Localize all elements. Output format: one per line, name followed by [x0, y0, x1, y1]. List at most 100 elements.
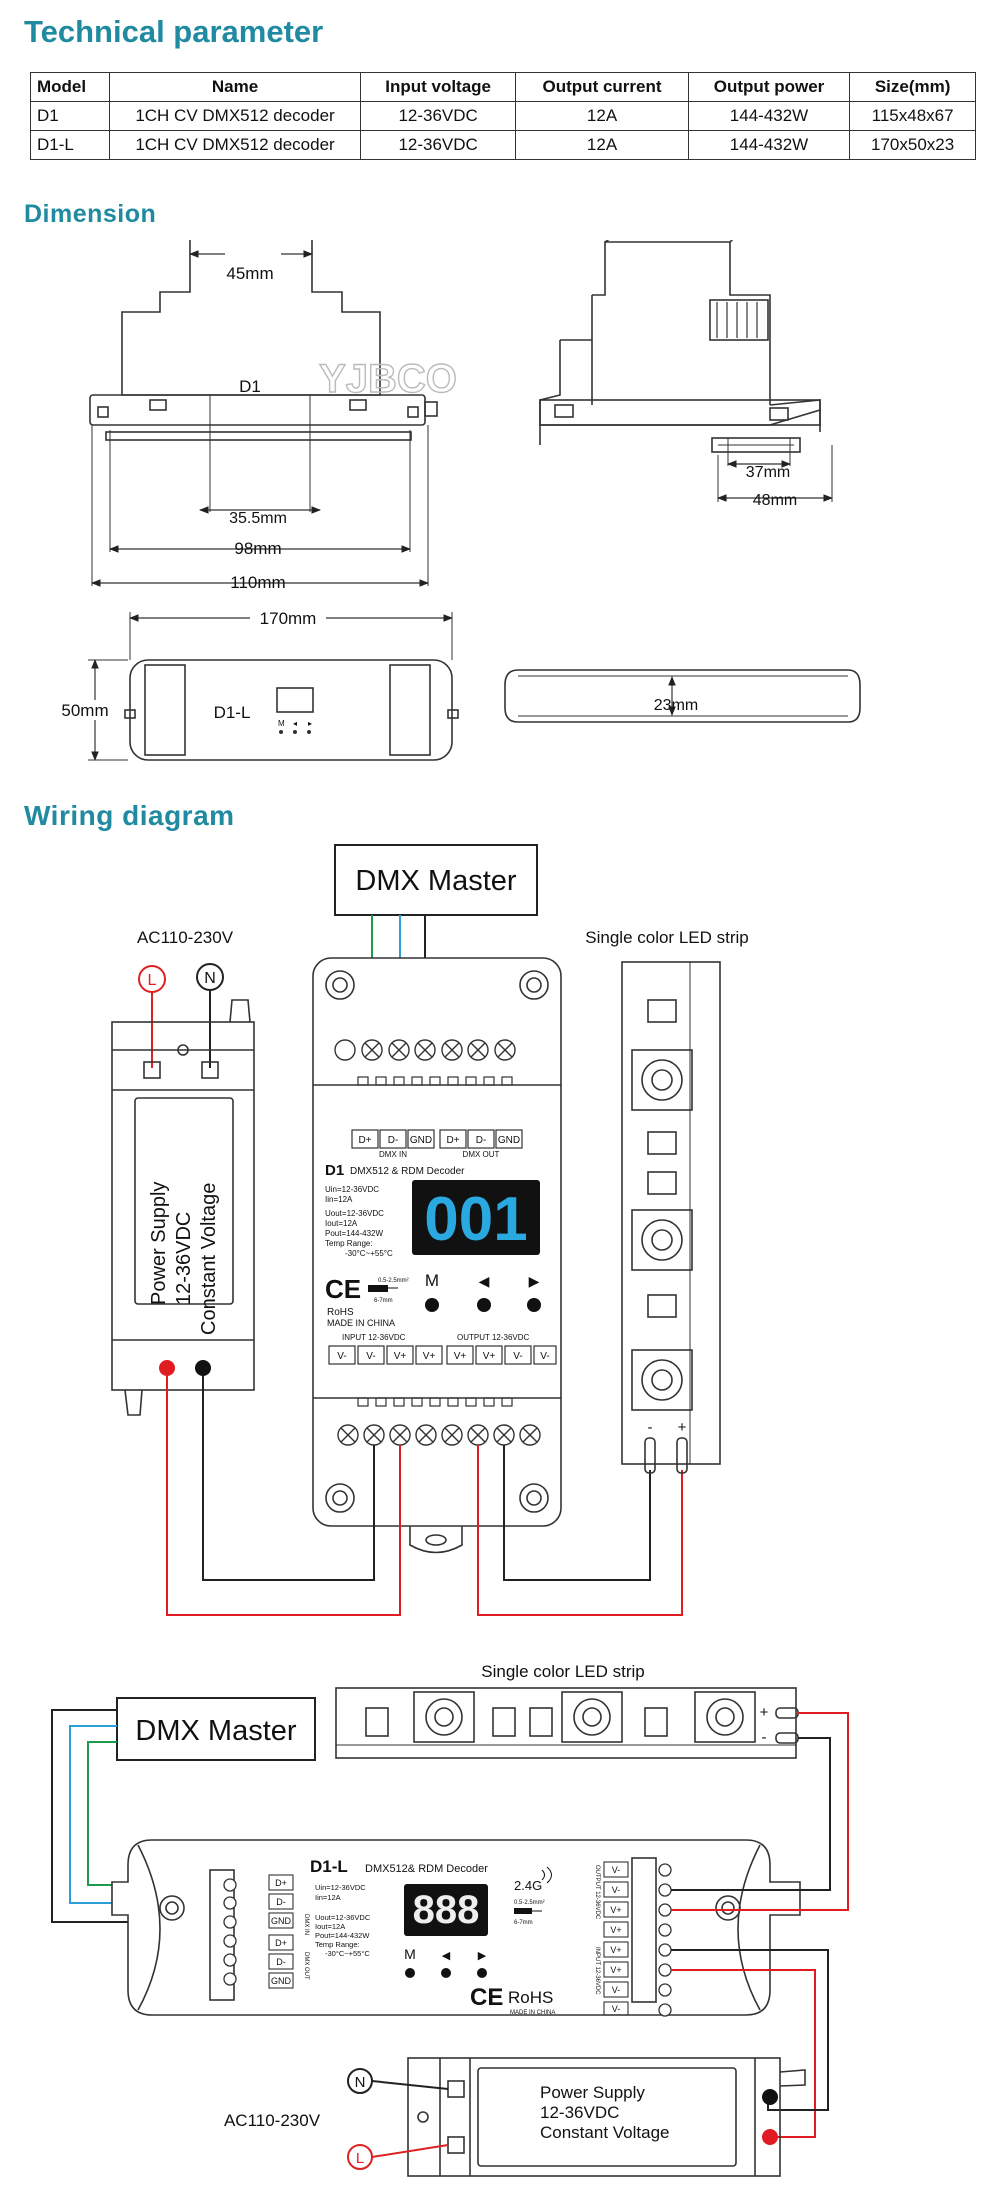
col-output-power: Output power — [687, 72, 851, 102]
spec-line: Iout=12A — [325, 1219, 358, 1228]
spec-line: Iin=12A — [325, 1195, 353, 1204]
d1l-pin: D+ — [275, 1938, 287, 1948]
io-pin: V- — [540, 1351, 549, 1362]
d1l-spec: -30°C~+55°C — [325, 1949, 370, 1958]
d1l-key-left-label: ◀ — [442, 1950, 451, 1962]
d1l-io-pin: V- — [612, 1885, 621, 1895]
dimension-heading: Dimension — [24, 200, 157, 228]
dim-48mm: 48mm — [753, 492, 797, 509]
rohs-1: RoHS — [327, 1307, 354, 1318]
d1l-pin: D+ — [275, 1878, 287, 1888]
d1l-wire-spec: 6-7mm — [514, 1920, 533, 1926]
cell: 1CH CV DMX512 decoder — [109, 130, 361, 160]
cell: 144-432W — [687, 130, 851, 160]
d1l-output-label: OUTPUT 12-36VDC — [594, 1865, 600, 1920]
d1-display-value: 001 — [424, 1185, 527, 1254]
d1l-pin: D- — [276, 1957, 286, 1967]
d1l-spec: Iin=12A — [315, 1893, 341, 1902]
made-in-china-2: MADE IN CHINA — [510, 2010, 555, 2016]
dimension-drawings: 45mm D1 YJBCO 35.5mm 98mm 110mm 37mm 48m… — [57, 240, 861, 761]
d1l-wire-spec: 0.5-2.5mm² — [514, 1900, 545, 1906]
parameter-table: Model Name Input voltage Output current … — [30, 72, 976, 160]
psu2-line-2: 12-36VDC — [540, 2103, 619, 2122]
dim-35-5mm: 35.5mm — [229, 510, 287, 527]
d1l-spec: Iout=12A — [315, 1922, 345, 1931]
rohs-2: RoHS — [508, 1988, 553, 2007]
led-plus-2: + — [760, 1704, 769, 1721]
technical-heading: Technical parameter — [24, 14, 324, 49]
ce-mark-1: CE — [325, 1274, 361, 1304]
d1l-io-pin: V+ — [610, 1925, 621, 1935]
led-minus-1: - — [648, 1419, 653, 1436]
dim-45mm: 45mm — [226, 264, 273, 283]
d1l-io-pin: V+ — [610, 1945, 621, 1955]
col-input-voltage: Input voltage — [359, 72, 517, 102]
dmx-master-box-2 — [116, 1697, 316, 1761]
cell: 170x50x23 — [849, 130, 976, 160]
watermark: YJBCO — [319, 357, 457, 401]
spec-line: Pout=144-432W — [325, 1229, 383, 1238]
wire-spec: 6-7mm — [374, 1298, 393, 1304]
dim-110mm: 110mm — [230, 573, 285, 592]
cell: 12A — [515, 101, 689, 131]
dmx-pin: D+ — [358, 1135, 371, 1146]
output-label-1: OUTPUT 12-36VDC — [457, 1333, 530, 1342]
dmx-out-label: DMX OUT — [463, 1150, 500, 1159]
d1l-display — [404, 1884, 488, 1936]
dmx-in-label: DMX IN — [379, 1150, 407, 1159]
d1l-key-m-button[interactable] — [405, 1968, 415, 1978]
io-pin: V+ — [483, 1351, 496, 1362]
wiring-diagram-1: DMX Master AC110-230V L N Power Supply 1… — [111, 844, 749, 1616]
dmx-pin: D- — [476, 1135, 487, 1146]
key-right-button[interactable] — [527, 1298, 541, 1312]
table-row: D1 1CH CV DMX512 decoder 12-36VDC 12A 14… — [30, 101, 976, 131]
col-model: Model — [30, 72, 110, 102]
led-strip-label-1: Single color LED strip — [585, 928, 748, 947]
d1l-io-pin: V+ — [610, 1965, 621, 1975]
d1l-spec: Uin=12-36VDC — [315, 1883, 366, 1892]
ac-label-1: AC110-230V — [137, 928, 234, 947]
spec-line: -30°C~+55°C — [345, 1249, 393, 1258]
d1l-pin: GND — [271, 1976, 292, 1986]
io-pin: V+ — [454, 1351, 467, 1362]
wire-spec: 0.5-2.5mm² — [378, 1278, 409, 1284]
d1l-model-desc: DMX512& RDM Decoder — [365, 1863, 488, 1875]
psu-line-3: Constant Voltage — [198, 1183, 220, 1335]
d1l-key-left-button[interactable] — [441, 1968, 451, 1978]
col-output-current: Output current — [515, 72, 689, 102]
spec-line: Uin=12-36VDC — [325, 1185, 379, 1194]
rf-label: 2.4G — [514, 1878, 542, 1893]
led-strip-label-2: Single color LED strip — [481, 1662, 644, 1681]
d1l-key-right-label: ▶ — [478, 1950, 487, 1962]
led-plus-1: + — [678, 1419, 687, 1436]
dim-170mm: 170mm — [260, 609, 317, 628]
dim-23mm: 23mm — [654, 697, 698, 714]
d1l-top-view — [88, 612, 459, 761]
d1l-spec: Temp Range: — [315, 1940, 360, 1949]
line-L-2: L — [356, 2150, 364, 2167]
d1l-key-right-button[interactable] — [477, 1968, 487, 1978]
d1l-dmx-out: DMX OUT — [303, 1952, 309, 1980]
led-minus-2: - — [762, 1729, 767, 1746]
d1-front-view — [89, 240, 438, 587]
mini-key-m: M — [278, 719, 285, 728]
d1l-pin: D- — [276, 1897, 286, 1907]
d1l-spec: Uout=12-36VDC — [315, 1913, 371, 1922]
col-name: Name — [109, 72, 361, 102]
key-left-button[interactable] — [477, 1298, 491, 1312]
led-strip-2 — [335, 1687, 799, 1759]
d1-model-desc: DMX512 & RDM Decoder — [350, 1166, 465, 1177]
d1-perspective-view — [539, 240, 833, 502]
dmx-master-label-1: DMX Master — [355, 865, 516, 897]
io-pin: V- — [366, 1351, 375, 1362]
cell: D1 — [30, 101, 110, 131]
power-supply-2 — [407, 2057, 806, 2177]
psu2-line-3: Constant Voltage — [540, 2123, 669, 2142]
d1l-pin: GND — [271, 1916, 292, 1926]
d1l-side-view — [504, 669, 861, 723]
io-pin: V+ — [423, 1351, 436, 1362]
key-m-button[interactable] — [425, 1298, 439, 1312]
dmx-master-label-2: DMX Master — [135, 1715, 296, 1747]
ac-label-2: AC110-230V — [224, 2111, 321, 2130]
mini-key-left: ◂ — [293, 719, 297, 728]
